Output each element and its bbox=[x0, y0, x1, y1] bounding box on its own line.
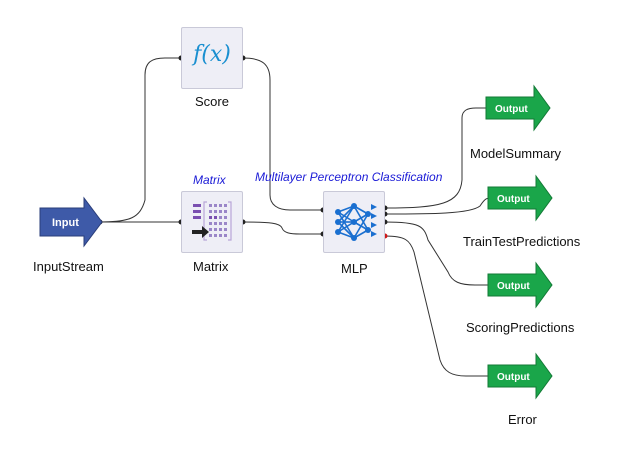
mlp-node-label: MLP bbox=[341, 261, 368, 276]
output-label-modelsummary: ModelSummary bbox=[470, 146, 562, 161]
edge-mlp-to-scoring[interactable] bbox=[384, 221, 490, 286]
output-tag-traintest: Output bbox=[497, 194, 530, 205]
edges bbox=[99, 57, 491, 377]
edge-score-to-mlp[interactable] bbox=[242, 57, 323, 211]
edge-mlp-to-modelsummary[interactable] bbox=[384, 107, 488, 209]
output-node-scoring[interactable]: Output bbox=[487, 261, 553, 309]
score-node[interactable]: f(x) bbox=[181, 27, 243, 89]
edge-input-to-score[interactable] bbox=[99, 57, 181, 223]
function-fx-icon: f(x) bbox=[193, 42, 231, 67]
output-node-modelsummary[interactable]: Output bbox=[485, 84, 551, 132]
input-node[interactable]: Input bbox=[39, 196, 103, 248]
output-label-scoring: ScoringPredictions bbox=[466, 320, 575, 335]
matrix-node-title: Matrix bbox=[193, 173, 226, 187]
output-label-traintest: TrainTestPredictions bbox=[463, 234, 581, 249]
output-label-error: Error bbox=[508, 412, 537, 427]
output-node-error[interactable]: Output bbox=[487, 352, 553, 400]
score-node-label: Score bbox=[195, 94, 229, 109]
edge-mlp-to-error[interactable] bbox=[384, 235, 490, 377]
neural-network-icon bbox=[335, 203, 377, 241]
input-tag: Input bbox=[52, 217, 79, 229]
mlp-node-title: Multilayer Perceptron Classification bbox=[255, 170, 443, 184]
matrix-grid-icon bbox=[192, 201, 232, 241]
output-tag-scoring: Output bbox=[497, 281, 530, 292]
output-tag-modelsummary: Output bbox=[495, 104, 528, 115]
matrix-node[interactable] bbox=[181, 191, 243, 253]
matrix-node-label: Matrix bbox=[193, 259, 229, 274]
edge-matrix-to-mlp[interactable] bbox=[242, 221, 323, 235]
output-tag-error: Output bbox=[497, 372, 530, 383]
input-node-label: InputStream bbox=[33, 259, 104, 274]
mlp-node[interactable] bbox=[323, 191, 385, 253]
edge-mlp-to-traintest[interactable] bbox=[384, 197, 491, 215]
output-node-traintest[interactable]: Output bbox=[487, 174, 553, 222]
